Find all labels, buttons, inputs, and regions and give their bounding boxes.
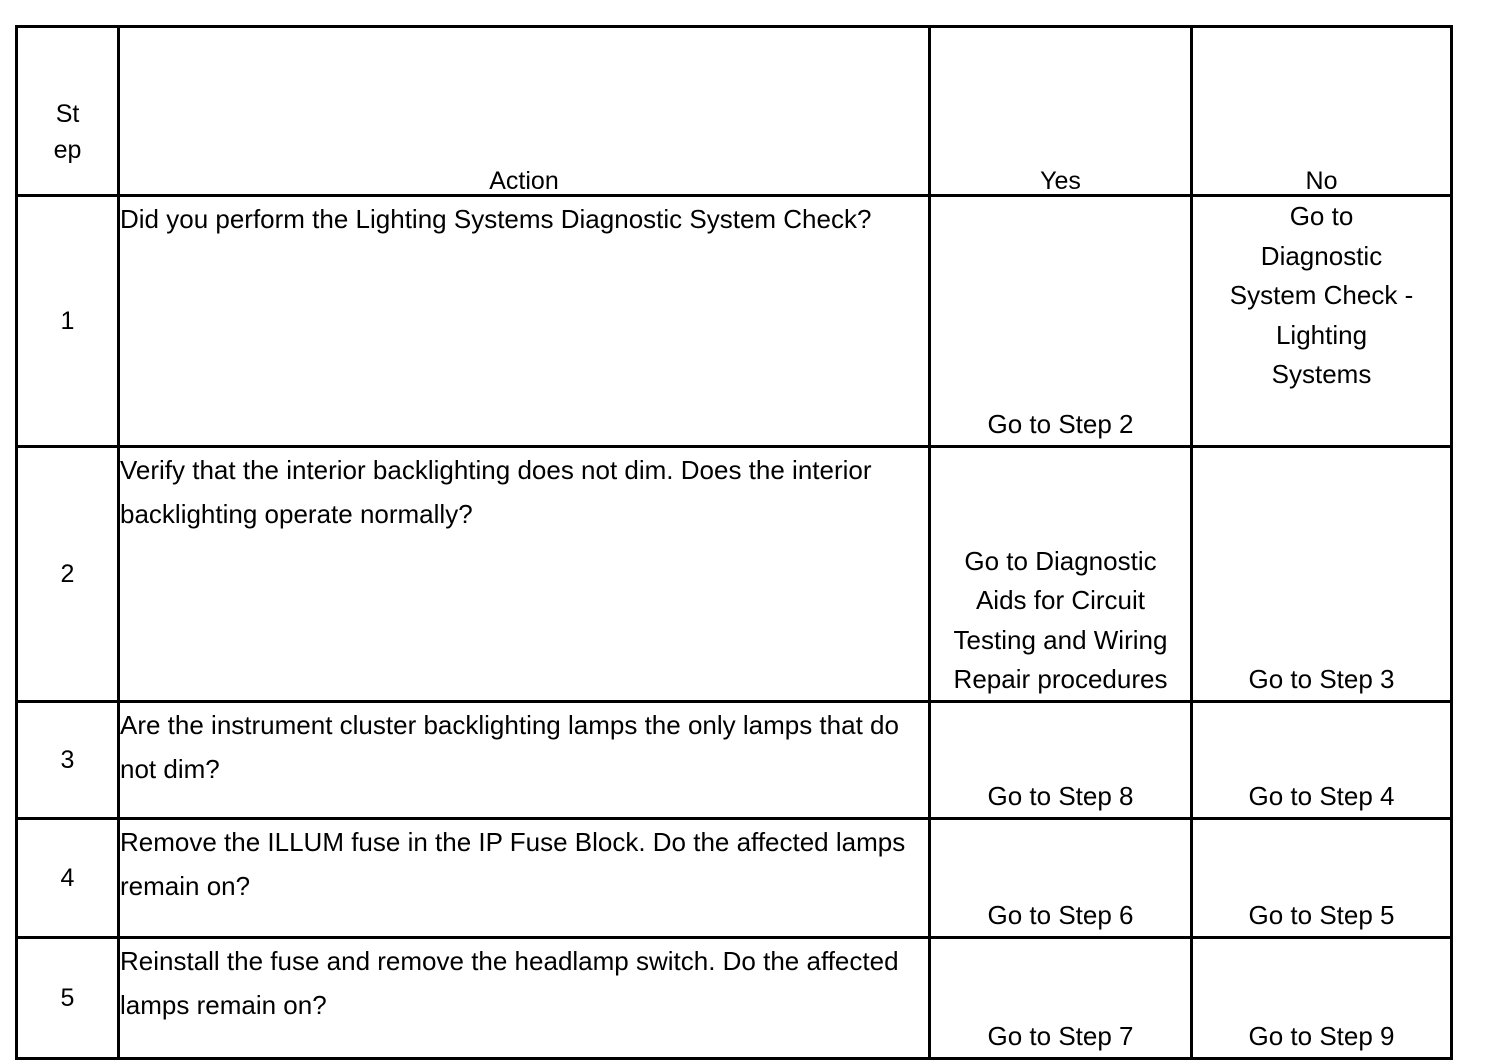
no-branch-line: Systems xyxy=(1271,359,1372,390)
action-text: Are the instrument cluster backlighting … xyxy=(117,700,931,820)
step-number: 3 xyxy=(15,700,120,820)
yes-branch: Go to Step 2 xyxy=(928,194,1193,448)
yes-branch: Go to Step 8 xyxy=(928,700,1193,820)
action-text: Verify that the interior backlighting do… xyxy=(117,445,931,703)
yes-branch: Go to Diagnostic Aids for Circuit Testin… xyxy=(928,445,1193,703)
step-number: 5 xyxy=(15,936,120,1060)
yes-branch-line: Testing and Wiring xyxy=(953,624,1168,655)
column-header-yes: Yes xyxy=(928,25,1193,197)
yes-branch-line: Go to Step 6 xyxy=(987,900,1134,931)
no-branch-line: Go to Step 9 xyxy=(1248,1021,1395,1052)
no-branch-line: Go to xyxy=(1289,201,1354,231)
yes-branch: Go to Step 7 xyxy=(928,936,1193,1060)
no-branch-line: Go to Step 4 xyxy=(1248,781,1395,812)
column-header-action: Action xyxy=(117,25,931,197)
no-branch: Go to Step 5 xyxy=(1190,817,1453,939)
action-text: Reinstall the fuse and remove the headla… xyxy=(117,936,931,1060)
no-branch: Go to Step 3 xyxy=(1190,445,1453,703)
table-row: 5 Reinstall the fuse and remove the head… xyxy=(15,936,1453,1060)
yes-branch-line: Go to Diagnostic xyxy=(964,545,1157,576)
step-number: 1 xyxy=(15,194,120,448)
no-branch-line: Go to Step 5 xyxy=(1248,900,1395,931)
no-branch: Go to Step 9 xyxy=(1190,936,1453,1060)
table-row: 2 Verify that the interior backlighting … xyxy=(15,445,1453,703)
step-number: 4 xyxy=(15,817,120,939)
step-number: 2 xyxy=(15,445,120,703)
no-branch: Go to Diagnostic System Check - Lighting… xyxy=(1190,194,1453,448)
table-row: 4 Remove the ILLUM fuse in the IP Fuse B… xyxy=(15,817,1453,939)
column-header-step-line2: ep xyxy=(53,135,82,164)
action-text: Did you perform the Lighting Systems Dia… xyxy=(117,194,931,448)
column-header-no: No xyxy=(1190,25,1453,197)
column-header-step-line1: St xyxy=(55,99,80,128)
table-row: 3 Are the instrument cluster backlightin… xyxy=(15,700,1453,820)
action-text: Remove the ILLUM fuse in the IP Fuse Blo… xyxy=(117,817,931,939)
no-branch: Go to Step 4 xyxy=(1190,700,1453,820)
column-header-step: St ep xyxy=(15,25,120,197)
diagnostic-decision-table: St ep Action Yes No 1 Did you perform th… xyxy=(15,25,1453,1060)
no-branch-line: System Check - xyxy=(1229,280,1414,311)
no-branch-line: Go to Step 3 xyxy=(1248,664,1395,695)
yes-branch-line: Aids for Circuit xyxy=(975,585,1146,616)
table-row: 1 Did you perform the Lighting Systems D… xyxy=(15,194,1453,448)
yes-branch-line: Repair procedures xyxy=(953,664,1168,695)
no-branch-line: Lighting xyxy=(1275,319,1368,350)
yes-branch-line: Go to Step 2 xyxy=(987,409,1134,440)
no-branch-line: Diagnostic xyxy=(1260,240,1383,271)
yes-branch: Go to Step 6 xyxy=(928,817,1193,939)
yes-branch-line: Go to Step 7 xyxy=(987,1021,1134,1052)
yes-branch-line: Go to Step 8 xyxy=(987,781,1134,812)
table-header-row: St ep Action Yes No xyxy=(15,25,1453,197)
